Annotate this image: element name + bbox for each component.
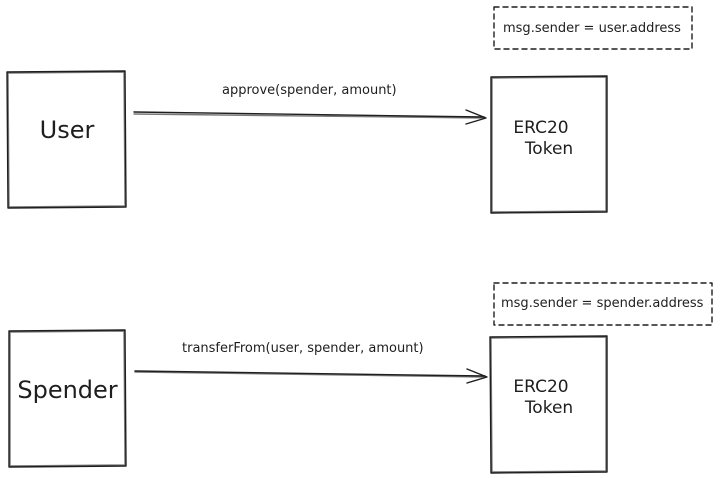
erc20-token-box-2 [489,335,608,474]
erc20-token-label-1: ERC20 Token [491,118,591,161]
user-label: User [39,116,95,144]
transferfrom-arrow [134,368,488,384]
erc20-label-1: ERC20 [513,118,569,138]
erc20-token-box-1 [490,75,608,214]
note-box-2 [493,282,713,326]
note-box-1 [493,6,693,50]
user-box [6,70,127,209]
spender-box [8,329,127,468]
erc20-label-2: ERC20 [513,377,569,397]
token-label-1: Token [524,139,574,160]
token-label-2: Token [524,398,574,419]
transferfrom-call-label: transferFrom(user, spender, amount) [182,341,424,356]
erc20-token-label-2: ERC20 Token [491,377,591,420]
note-label-1: msg.sender = user.address [503,21,681,36]
approve-arrow [133,109,487,125]
approve-call-label: approve(spender, amount) [222,83,397,98]
note-label-2: msg.sender = spender.address [501,296,704,311]
spender-label: Spender [17,376,118,404]
